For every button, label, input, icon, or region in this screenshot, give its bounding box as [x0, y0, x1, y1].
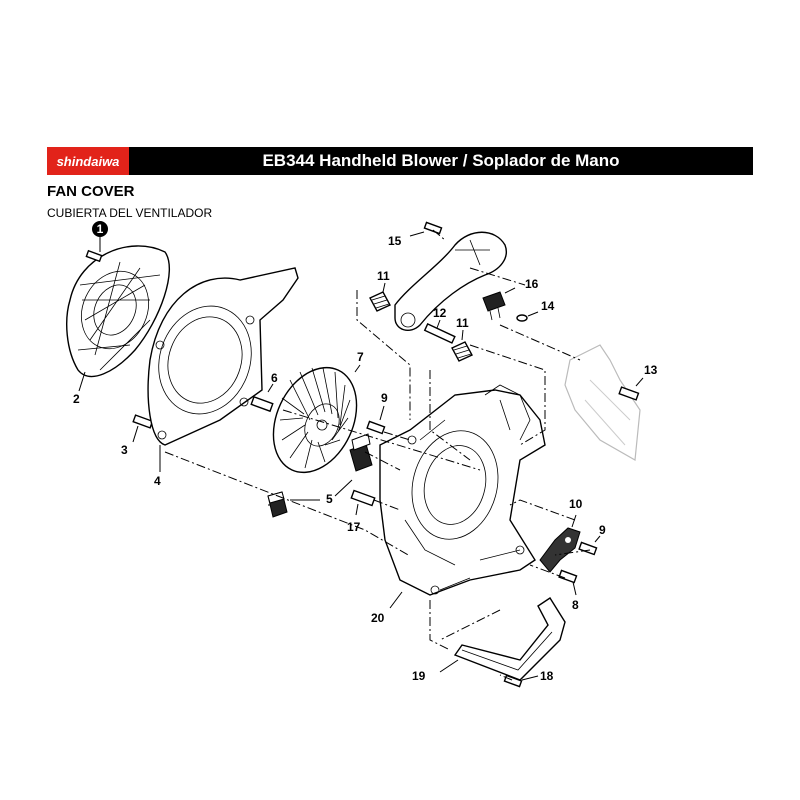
part-17-bolt	[350, 489, 376, 507]
callout-12: 12	[433, 306, 447, 320]
part-8-screw	[558, 569, 578, 584]
callout-1: 1	[97, 222, 104, 236]
callout-11a: 11	[377, 269, 390, 283]
handle-arm	[394, 231, 507, 332]
part-11-spring-lower	[451, 341, 473, 362]
part-10-bracket	[539, 527, 581, 573]
part-12-pin	[423, 323, 456, 344]
callout-4: 4	[154, 474, 161, 488]
callout-17: 17	[347, 520, 361, 534]
callout-8: 8	[572, 598, 579, 612]
part-19-grip-bar	[453, 597, 566, 681]
callout-2: 2	[73, 392, 80, 406]
page-title: EB344 Handheld Blower / Soplador de Mano	[262, 151, 620, 170]
part-5-damper-b	[349, 433, 373, 472]
section-title: FAN COVER	[47, 183, 135, 200]
section-subtitle: CUBIERTA DEL VENTILADOR	[47, 206, 213, 220]
callout-15: 15	[388, 234, 402, 248]
part-11-spring-upper	[369, 291, 391, 312]
callout-14: 14	[541, 299, 555, 313]
part-4-fan-cover	[147, 267, 299, 446]
header-bar	[47, 147, 753, 175]
callout-9a: 9	[381, 391, 388, 405]
callout-18: 18	[540, 669, 554, 683]
part-20-housing	[379, 384, 546, 596]
callout-16: 16	[525, 277, 539, 291]
assembly-lines	[164, 229, 591, 681]
part-14-ring	[516, 314, 528, 322]
part-6-bolt	[250, 395, 274, 413]
brand-logo: shindaiwa	[47, 147, 129, 175]
callout-20: 20	[371, 611, 385, 625]
part-13-bolt	[618, 386, 640, 401]
part-16-switch	[482, 291, 506, 321]
callout-marker-1	[92, 221, 108, 237]
part-2-cover-grille	[66, 245, 170, 378]
handle-side-panel	[564, 344, 641, 461]
part-9-screw-right	[578, 541, 598, 556]
callout-5: 5	[326, 492, 333, 506]
callout-11b: 11	[456, 316, 469, 330]
part-1-screw	[85, 249, 103, 263]
part-9-screw-left	[366, 420, 386, 435]
callout-9b: 9	[599, 523, 606, 537]
callout-13: 13	[644, 363, 658, 377]
callout-7: 7	[357, 350, 364, 364]
part-7-impeller	[272, 366, 358, 474]
callout-10: 10	[569, 497, 583, 511]
part-15-screw	[423, 221, 443, 235]
callout-6: 6	[271, 371, 278, 385]
callout-19: 19	[412, 669, 426, 683]
callout-3: 3	[121, 443, 128, 457]
